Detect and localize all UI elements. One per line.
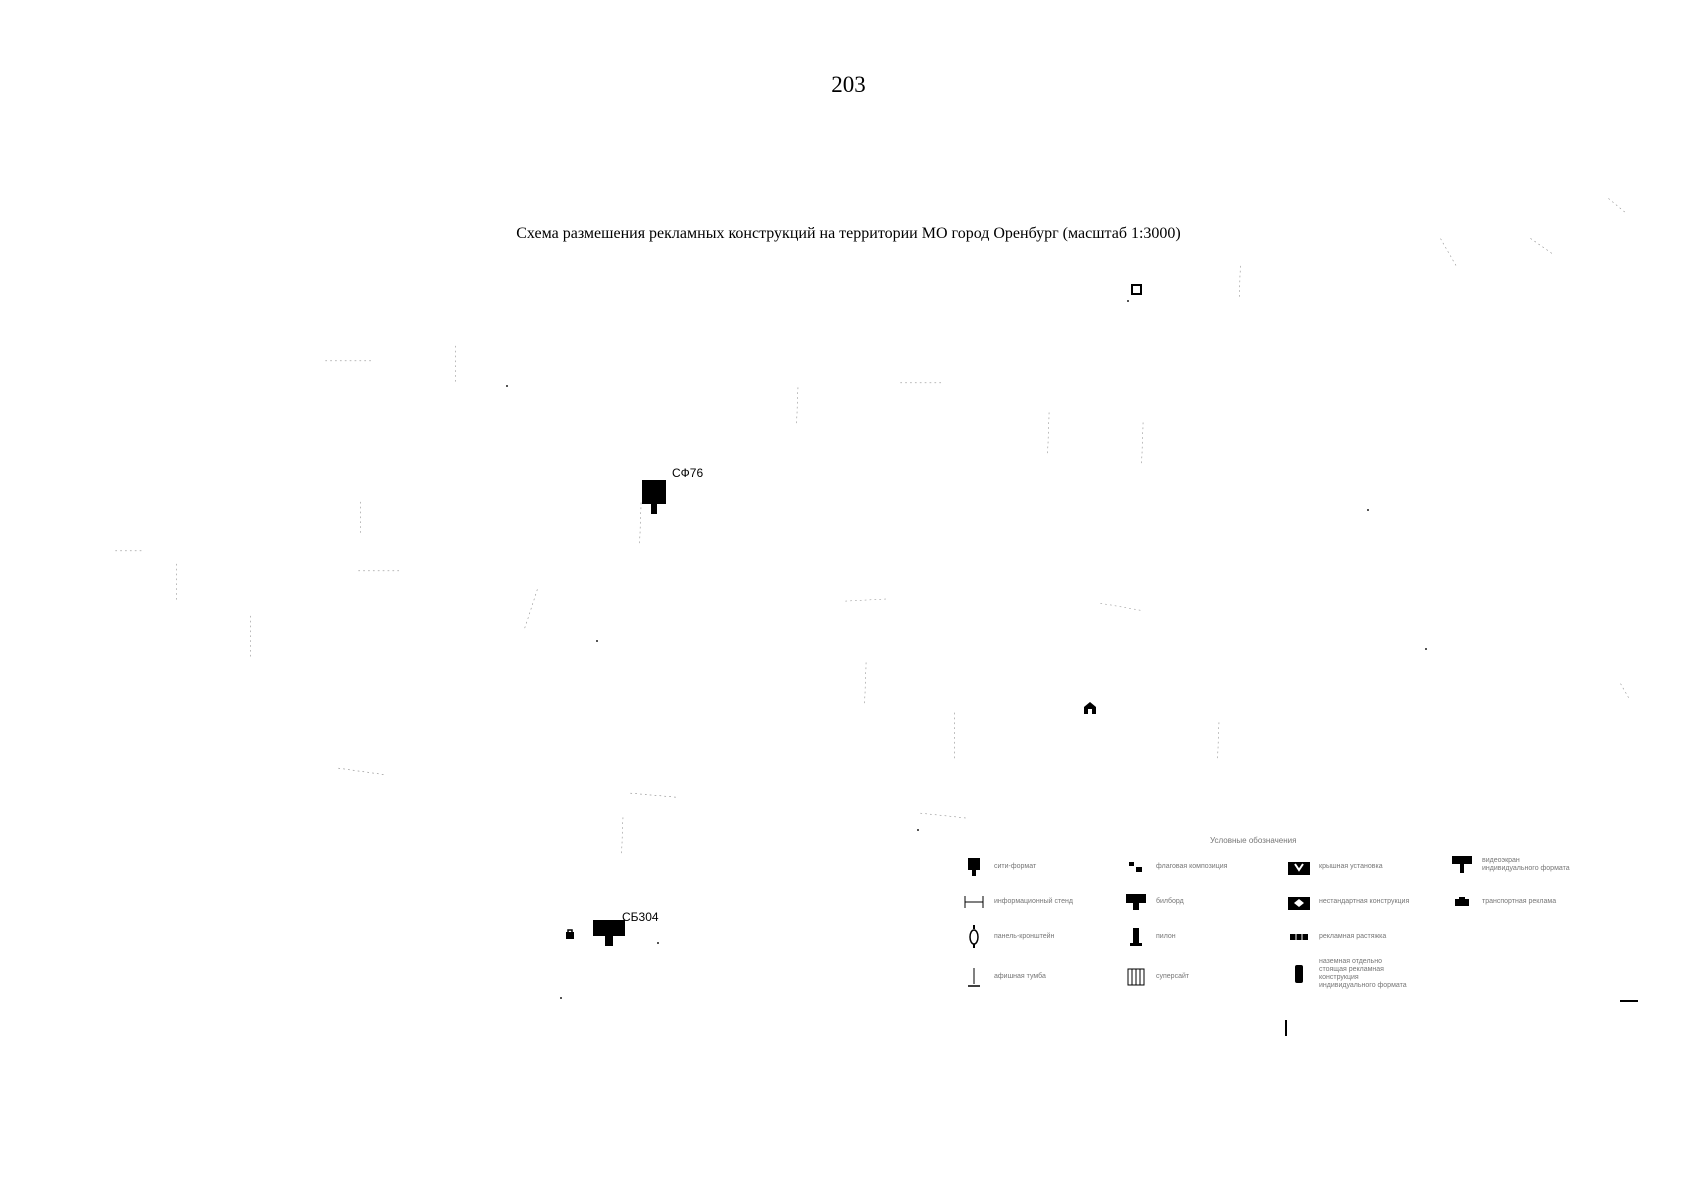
street-label: - - - - - - - - — [618, 816, 627, 854]
street-label: - - - - - - - - - - — [325, 358, 372, 365]
legend-label: информационный стенд — [994, 898, 1073, 905]
street-label: - - - - - - - - - - — [337, 765, 385, 779]
map-title: Схема размешения рекламных конструкций н… — [516, 225, 1181, 242]
street-label: - - - - - - - — [1436, 236, 1459, 268]
marker-label-sb304: СБ304 — [622, 910, 659, 924]
street-label: - - - - - - - - - — [246, 615, 254, 658]
legend-item: сити-формат — [960, 856, 1036, 878]
legend-item: видеоэкран индивидуального формата — [1448, 854, 1570, 876]
street-label: - - - - - - - — [356, 501, 364, 534]
map-dot — [1367, 509, 1369, 511]
afisha-stand-icon — [968, 968, 980, 987]
street-label: - - - - - - - - - — [1138, 421, 1147, 464]
legend-label: афишная тумба — [994, 973, 1046, 980]
nonstandard-construction-icon — [1288, 897, 1310, 910]
city-format-icon — [968, 858, 980, 876]
pylon-icon — [1130, 928, 1142, 946]
legend-item: суперсайт — [1122, 966, 1189, 988]
stray-mark — [1620, 1000, 1638, 1002]
video-screen-icon — [1452, 856, 1472, 873]
street-label: - - - - - - - - - - — [951, 711, 959, 759]
street-label: - - - - - - - - - - — [629, 790, 677, 802]
marker-label-sf76: СФ76 — [672, 466, 704, 480]
street-label: - - - - — [1616, 681, 1632, 701]
legend-label: наземная отдельно стоящая рекламная конс… — [1319, 958, 1407, 989]
map-dot — [657, 942, 659, 944]
church-icon — [1084, 702, 1096, 714]
legend-label: сити-формат — [994, 863, 1037, 870]
legend-item: крышная установка — [1285, 856, 1383, 878]
roof-installation-icon — [1288, 862, 1310, 875]
lock-icon — [566, 929, 574, 939]
stray-mark — [1285, 1020, 1287, 1036]
legend-item: билборд — [1122, 891, 1184, 913]
legend-label: билборд — [1156, 898, 1184, 905]
street-label: - - - - - - - - - — [358, 568, 400, 575]
legend-item: транспортная реклама — [1448, 891, 1556, 913]
street-label: - - - - - - - - - — [900, 380, 942, 387]
legend-item: панель-кронштейн — [960, 925, 1055, 948]
transport-ad-icon — [1455, 897, 1469, 906]
map-dot — [596, 640, 598, 642]
street-label: - - - - - - - - — [451, 345, 459, 383]
legend-title: Условные обозначения — [1210, 836, 1297, 845]
legend-item: пилон — [1122, 926, 1176, 948]
street-label: - - - - - - - - - — [521, 587, 542, 630]
billboard-marker-icon[interactable] — [592, 918, 626, 948]
legend-item: нестандартная конструкция — [1285, 891, 1409, 913]
map-dot — [1127, 300, 1129, 302]
map-dot — [506, 385, 508, 387]
legend-label: суперсайт — [1156, 973, 1190, 980]
map-dot — [917, 829, 919, 831]
street-label: - - - - - - - - - — [861, 661, 870, 704]
legend-label: пилон — [1156, 933, 1176, 940]
street-label: - - - - - - - - - — [1044, 411, 1053, 454]
legend-item: афишная тумба — [960, 966, 1046, 988]
legend-label: крышная установка — [1319, 863, 1383, 870]
city-format-marker-icon[interactable] — [640, 478, 670, 516]
street-label: - - - - - - - - — [793, 386, 802, 424]
legend-label: транспортная реклама — [1482, 898, 1557, 905]
legend-item: рекламная растяжка — [1285, 926, 1386, 948]
page-number: 203 — [831, 72, 866, 97]
legend-label: нестандартная конструкция — [1319, 898, 1410, 905]
legend-item: наземная отдельно стоящая рекламная конс… — [1285, 958, 1407, 990]
ground-individual-icon — [1295, 965, 1303, 983]
superside-icon — [1127, 968, 1145, 986]
legend-label: флаговая композиция — [1156, 863, 1228, 870]
bracket-panel-icon — [969, 925, 979, 948]
map-dot — [560, 997, 562, 999]
street-label: - - - - - — [1605, 195, 1628, 216]
legend-item: информационный стенд — [960, 891, 1073, 913]
legend-label: рекламная растяжка — [1319, 933, 1387, 940]
street-label: - - - - - - - - — [172, 563, 180, 601]
legend-item: флаговая композиция — [1122, 856, 1227, 878]
info-stand-icon — [964, 896, 984, 908]
street-label: - - - - - - - - - — [1099, 600, 1142, 615]
billboard-icon — [1126, 894, 1146, 910]
street-label: - - - - - - - - - — [844, 595, 887, 605]
legend-label: панель-кронштейн — [994, 933, 1055, 940]
building-icon — [1131, 284, 1142, 295]
flag-composition-icon — [1129, 862, 1142, 872]
street-label: - - - - - - - — [1235, 265, 1244, 298]
stretch-icon — [1290, 934, 1308, 940]
street-label: - - - - - - - - - - — [919, 810, 967, 822]
street-label: - - - - - - — [1527, 235, 1555, 257]
legend-label: видеоэкран индивидуального формата — [1482, 857, 1570, 872]
street-label: - - - - - - - - — [1214, 721, 1223, 759]
street-label: - - - - - - — [115, 548, 143, 555]
map-dot — [1425, 648, 1427, 650]
